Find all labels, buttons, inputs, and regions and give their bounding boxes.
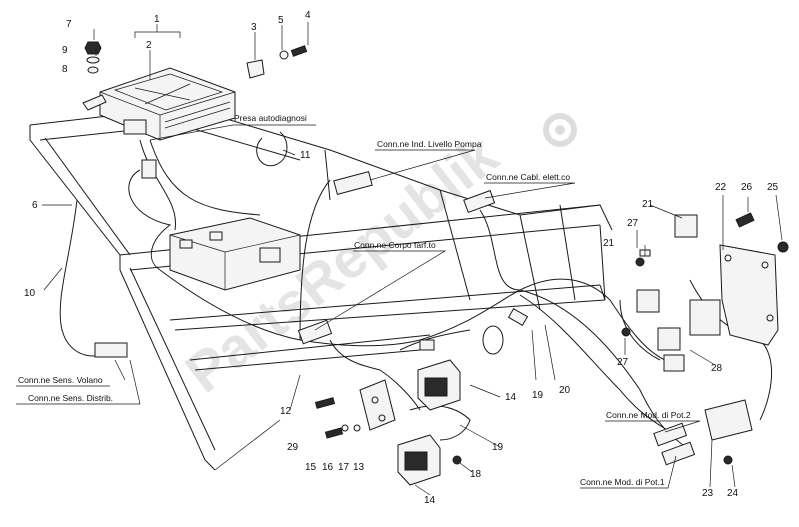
part-number: 28: [711, 363, 723, 374]
part-number: 27: [627, 218, 639, 229]
part-number: 21: [603, 238, 615, 249]
part-number: 22: [715, 182, 727, 193]
part-number: 19: [492, 442, 504, 453]
part-number: 4: [305, 10, 311, 21]
wiring-harness: [59, 131, 773, 451]
part-number: 7: [66, 19, 72, 30]
part-number: 26: [741, 182, 753, 193]
part-number: 3: [251, 22, 257, 33]
gear-icon: [543, 113, 577, 147]
ecu-unit: [82, 67, 236, 141]
ignition-coils: [397, 359, 461, 486]
part-number: 29: [287, 442, 299, 453]
part-number: 2: [146, 40, 152, 51]
part-number: 9: [62, 45, 68, 56]
part-number: 17: [338, 462, 350, 473]
bracket-13: [314, 379, 462, 465]
callout-modulo-potenza-2: Conn.ne Mod. di Pot.2: [606, 410, 691, 420]
part-number: 10: [24, 288, 36, 299]
part-number: 6: [32, 200, 38, 211]
callout-presa-autodiagnosi: Presa autodiagnosi: [234, 113, 307, 123]
leader-lines: [16, 22, 783, 496]
part-number: 16: [322, 462, 334, 473]
callout-labels: Presa autodiagnosi Conn.ne Ind. Livello …: [18, 113, 691, 487]
callout-corpo-farfallato: Conn.ne Corpo farf.to: [354, 240, 436, 250]
part-number: 5: [278, 15, 284, 26]
nuts-7-8-9: [84, 41, 102, 74]
part-number: 23: [702, 488, 714, 499]
connectors: [94, 159, 696, 466]
callout-sensore-volano: Conn.ne Sens. Volano: [18, 375, 103, 385]
part-number: 14: [505, 392, 517, 403]
part-number: 20: [559, 385, 571, 396]
bracket-3: [246, 45, 308, 79]
part-number: 21: [642, 199, 654, 210]
battery: [169, 217, 301, 291]
part-number: 11: [300, 150, 311, 161]
part-number: 15: [305, 462, 317, 473]
part-number: 18: [470, 469, 482, 480]
part-number: 14: [424, 495, 436, 506]
part-number: 25: [767, 182, 779, 193]
part-number: 1: [154, 14, 160, 25]
callout-modulo-potenza-1: Conn.ne Mod. di Pot.1: [580, 477, 665, 487]
relay-panel: [621, 212, 789, 465]
part-number: 12: [280, 406, 292, 417]
part-number: 27: [617, 357, 629, 368]
part-number: 19: [532, 390, 544, 401]
part-number: 13: [353, 462, 365, 473]
callout-livello-pompa: Conn.ne Ind. Livello Pompa: [377, 139, 482, 149]
callout-sensore-distribuzione: Conn.ne Sens. Distrib.: [28, 393, 113, 403]
part-number: 24: [727, 488, 739, 499]
frame: [29, 109, 613, 471]
callout-cablaggio-elettrico: Conn.ne Cabl. elett.co: [486, 172, 570, 182]
part-numbers: 1 2 3 4 5 6 7 9 8 10 11 12 13 14 14 15 1…: [24, 10, 779, 506]
part-number: 8: [62, 64, 68, 75]
